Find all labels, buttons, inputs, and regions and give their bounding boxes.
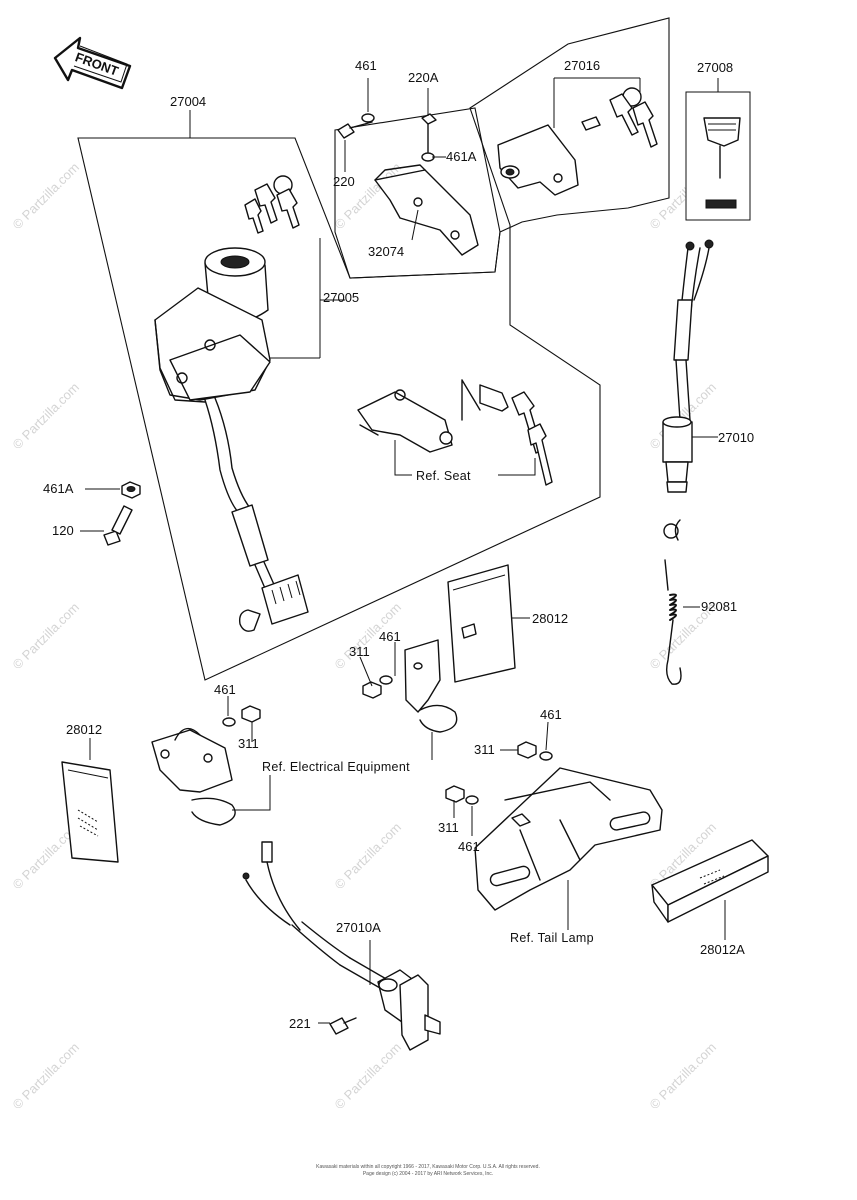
part-label-27008: 27008: [697, 60, 733, 75]
ref-tail-lamp-label: Ref. Tail Lamp: [510, 931, 594, 945]
part-label-311-right-2: 311: [438, 820, 459, 835]
part-label-92081: 92081: [701, 599, 737, 614]
reflector-tail-icon: [651, 839, 769, 923]
ignition-switch-icon: [154, 247, 309, 632]
reflector-bracket-icon: [362, 639, 458, 733]
part-label-220a: 220A: [408, 70, 439, 85]
harness-switch-lower-icon: [242, 841, 441, 1051]
part-label-120: 120: [52, 523, 74, 538]
tail-lamp-bracket-icon: [445, 741, 663, 911]
front-arrow-icon: FRONT: [53, 36, 132, 90]
footer: Kawasaki materials within all copyright …: [316, 1164, 540, 1177]
part-label-27016: 27016: [564, 58, 600, 73]
footer-page-design: Page design (c) 2004 - 2017 by ARI Netwo…: [363, 1171, 493, 1177]
part-label-461-right-2: 461: [458, 839, 480, 854]
key-tag-icon: [685, 91, 751, 221]
part-label-311-mid: 311: [349, 644, 370, 659]
watermarks: © Partzilla.com © Partzilla.com © Partzi…: [10, 160, 720, 1113]
ref-seat-label: Ref. Seat: [416, 469, 471, 483]
reflector-bracket-left-icon: [151, 705, 261, 826]
watermark: © Partzilla.com: [10, 160, 83, 233]
harness-switch-icon: [662, 239, 714, 541]
part-label-221: 221: [289, 1016, 311, 1031]
watermark: © Partzilla.com: [10, 600, 83, 673]
part-label-311-right: 311: [474, 742, 495, 757]
key-set-icon: [244, 175, 300, 234]
part-label-461a: 461A: [446, 149, 477, 164]
part-label-28012-left: 28012: [66, 722, 102, 737]
reflector-left-icon: [61, 761, 119, 863]
seat-lock-ref-icon: [357, 379, 553, 486]
reference-labels: Ref. Seat Ref. Electrical Equipment Ref.…: [262, 469, 594, 945]
part-label-28012a: 28012A: [700, 942, 745, 957]
part-label-461-left: 461: [214, 682, 236, 697]
watermark: © Partzilla.com: [647, 1040, 720, 1113]
watermark: © Partzilla.com: [10, 1040, 83, 1113]
leader-lines: [80, 77, 726, 1024]
part-label-311-left: 311: [238, 736, 259, 751]
part-label-220: 220: [333, 174, 355, 189]
part-label-27005: 27005: [323, 290, 359, 305]
part-label-461-mid: 461: [379, 629, 401, 644]
seat-lock-icon: [497, 87, 658, 196]
part-label-27010: 27010: [718, 430, 754, 445]
bracket-frame: [334, 107, 501, 279]
watermark: © Partzilla.com: [332, 820, 405, 893]
footer-copyright: Kawasaki materials within all copyright …: [316, 1164, 540, 1170]
part-label-28012: 28012: [532, 611, 568, 626]
ref-electrical-label: Ref. Electrical Equipment: [262, 760, 410, 774]
watermark: © Partzilla.com: [10, 380, 83, 453]
part-label-461-right: 461: [540, 707, 562, 722]
part-label-27010a: 27010A: [336, 920, 381, 935]
part-label-461: 461: [355, 58, 377, 73]
part-label-461a-left: 461A: [43, 481, 74, 496]
part-label-27004: 27004: [170, 94, 206, 109]
part-label-32074: 32074: [368, 244, 404, 259]
part-labels: 27004 27005 461 220A 461A 220 32074 2701…: [43, 58, 754, 1031]
reflector-icon: [447, 564, 516, 683]
bolt-icon: [103, 505, 133, 546]
watermark: © Partzilla.com: [332, 1040, 405, 1113]
spring-icon: [664, 559, 682, 685]
ignition-bracket-icon: [337, 113, 479, 256]
nut-icon: [121, 481, 141, 499]
